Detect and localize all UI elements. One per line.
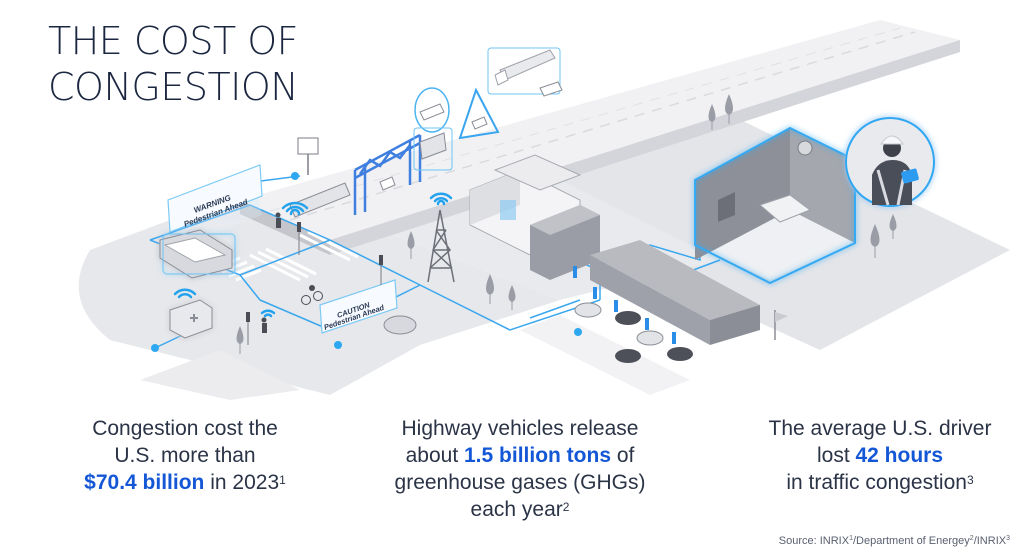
stat-3-line-2: lost 42 hours [740,442,1020,469]
stat-2-line-2-post: of [611,444,635,467]
worker-badge [845,117,935,207]
control-center [469,154,600,280]
stat-2-line-1: Highway vehicles release [401,417,639,440]
title-line-2: CONGESTION [48,65,299,109]
bus [159,229,236,279]
stat-1-highlight: $70.4 billion [84,471,205,494]
stat-2-line-3: greenhouse gases (GHGs) [394,471,646,494]
stat-2-line-2-pre: about [405,444,464,467]
stat-3-line-1: The average U.S. driver [768,417,992,440]
street-fixtures [246,212,383,345]
cell-tower [427,209,455,283]
stat-1-line-1: Congestion cost the [92,417,278,440]
stat-2-line-4-text: each year [470,498,563,521]
source-label: Source: INRIX [778,535,850,547]
stat-3-line-3-text: in traffic congestion [786,471,967,494]
highway-vehicles [289,47,563,218]
source-citation: Source: INRIX1/Department of Energey2/IN… [779,535,1010,547]
smart-city-illustration: WARNING Pedestrian Ahead CAUTION Pedestr… [78,20,1010,400]
trees [236,94,897,354]
parked-cars [383,302,693,363]
ambulance [169,299,213,339]
stat-2-line-2: about 1.5 billion tons of [360,442,680,469]
source-sup-2: 2 [969,535,974,542]
parking-garage [590,240,760,345]
title-line-1: THE COST OF [48,19,299,63]
source-mid: /Department of Energey [852,535,970,547]
stat-1-line-2: U.S. more than [114,444,256,467]
wifi-icons [173,192,453,318]
service-garage [694,126,856,285]
stat-ghg-emissions: Highway vehicles release about 1.5 billi… [360,415,680,523]
stat-1-post: in 2023 [204,471,280,494]
source-end: /INRIX [973,535,1007,547]
ev-chargers [573,266,676,344]
stat-congestion-cost: Congestion cost the U.S. more than $70.4… [40,415,330,496]
source-sup-3: 3 [1006,535,1010,542]
stat-3-line-2-pre: lost [816,444,856,467]
stat-2-footnote: 2 [562,500,570,514]
stat-3-highlight: 42 hours [855,444,944,467]
source-sup-1: 1 [849,535,853,542]
stat-2-highlight: 1.5 billion tons [464,444,612,467]
stat-1-line-3: $70.4 billion in 20231 [40,469,330,496]
stat-1-footnote: 1 [279,473,286,487]
stat-3-line-3: in traffic congestion3 [740,469,1020,496]
flag [774,310,788,340]
stat-hours-lost: The average U.S. driver lost 42 hours in… [740,415,1020,496]
warning-sign: WARNING Pedestrian Ahead [167,164,263,246]
stat-3-footnote: 3 [966,473,974,487]
page-title: THE COST OF CONGESTION [48,18,299,110]
stat-2-line-4: each year2 [360,496,680,523]
